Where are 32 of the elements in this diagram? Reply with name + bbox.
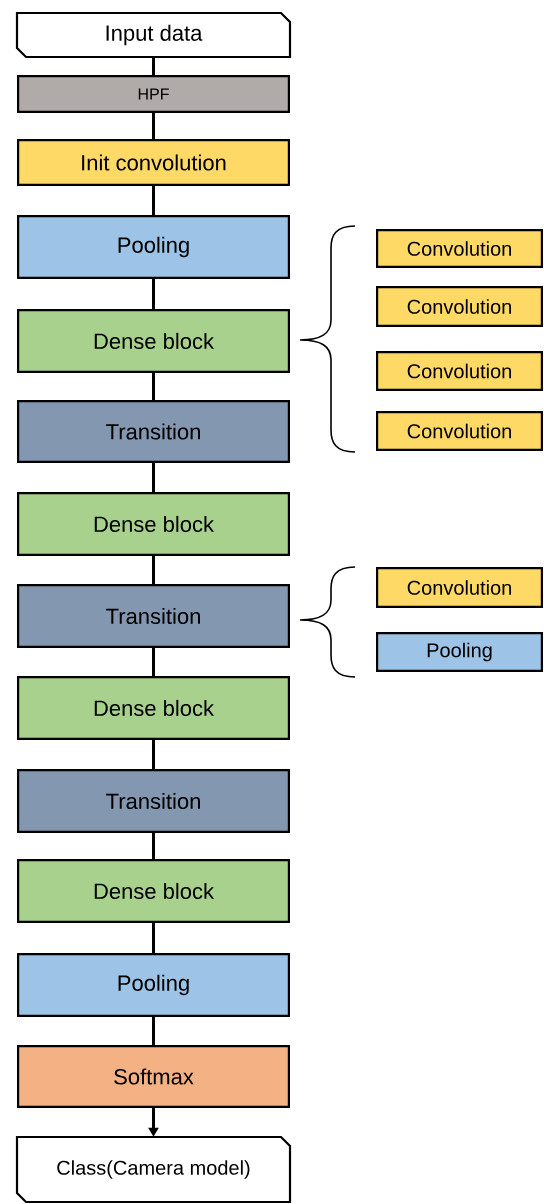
layer-box: Dense block bbox=[17, 309, 290, 373]
terminal-box: Class(Camera model) bbox=[15, 1135, 292, 1204]
layer-box: Dense block bbox=[17, 859, 290, 923]
connector-line bbox=[152, 648, 155, 676]
connector-line bbox=[152, 740, 155, 769]
terminal-box: Input data bbox=[15, 11, 292, 59]
layer-box: Init convolution bbox=[17, 139, 290, 186]
layer-box: Transition bbox=[17, 584, 290, 648]
layer-box: Convolution bbox=[376, 286, 543, 327]
connector-line bbox=[152, 279, 155, 309]
layer-box: Transition bbox=[17, 400, 290, 463]
connector-line bbox=[152, 923, 155, 953]
layer-box: Pooling bbox=[17, 215, 290, 279]
connector-line bbox=[152, 833, 155, 859]
layer-box: Convolution bbox=[376, 567, 543, 608]
layer-box: Convolution bbox=[376, 229, 543, 268]
layer-box: Softmax bbox=[17, 1045, 290, 1108]
layer-box: Transition bbox=[17, 769, 290, 833]
connector-line bbox=[152, 186, 155, 215]
connector-line bbox=[152, 373, 155, 400]
connector-line bbox=[152, 1017, 155, 1045]
layer-box: Dense block bbox=[17, 492, 290, 556]
layer-box: Convolution bbox=[376, 411, 543, 451]
layer-box: Pooling bbox=[376, 632, 543, 672]
connector-line bbox=[152, 463, 155, 492]
layer-box: Convolution bbox=[376, 351, 543, 391]
layer-box: Dense block bbox=[17, 676, 290, 740]
connector-line bbox=[152, 113, 155, 139]
layer-box: Pooling bbox=[17, 953, 290, 1017]
connector-line bbox=[152, 556, 155, 584]
connector-line bbox=[152, 57, 155, 75]
layer-box: HPF bbox=[17, 75, 290, 113]
